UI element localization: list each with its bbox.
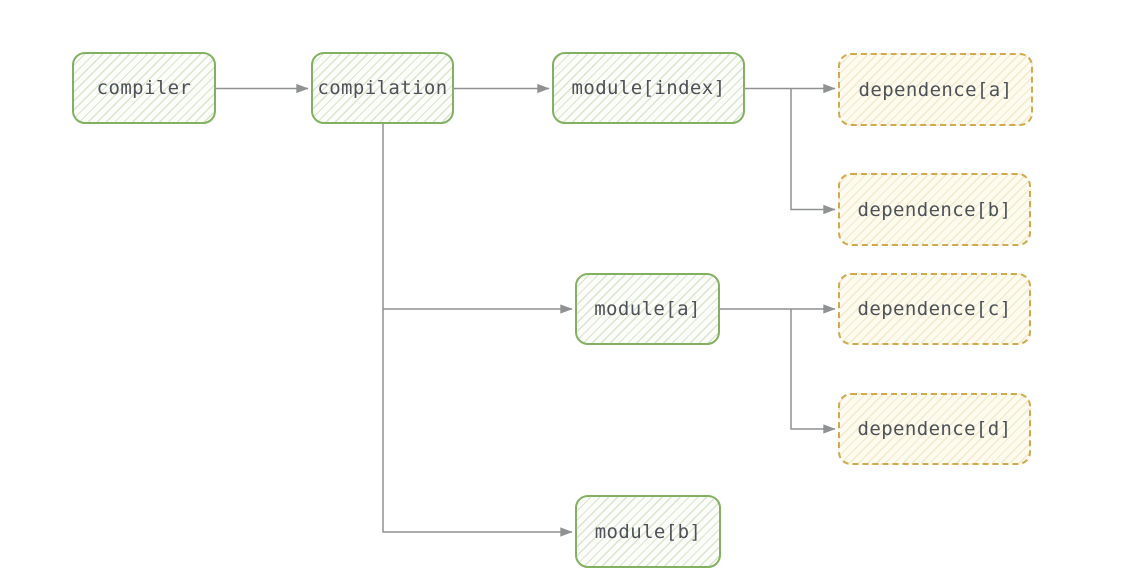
- node-compilation: compilation: [311, 52, 454, 124]
- node-dependence-b: dependence[b]: [838, 173, 1031, 246]
- node-module-index: module[index]: [552, 52, 745, 124]
- node-module-b: module[b]: [575, 495, 721, 568]
- node-module-a: module[a]: [575, 273, 720, 345]
- node-compilation-label: compilation: [317, 77, 448, 99]
- edge-module-a-to-dependence-d: [790, 309, 836, 434]
- node-module-b-label: module[b]: [594, 520, 702, 543]
- edge-compilation-to-module-b: [382, 124, 573, 537]
- node-dependence-a: dependence[a]: [838, 53, 1033, 126]
- node-dependence-d-label: dependence[d]: [857, 418, 1012, 440]
- node-module-a-label: module[a]: [594, 298, 701, 320]
- node-dependence-d: dependence[d]: [838, 393, 1031, 465]
- node-dependence-a-label: dependence[a]: [858, 78, 1013, 101]
- node-compiler-label: compiler: [96, 77, 192, 99]
- node-dependence-c: dependence[c]: [838, 273, 1031, 345]
- node-compiler: compiler: [72, 52, 216, 124]
- node-dependence-b-label: dependence[b]: [857, 198, 1012, 221]
- node-dependence-c-label: dependence[c]: [857, 298, 1012, 320]
- node-module-index-label: module[index]: [571, 77, 726, 99]
- edge-module-index-to-dependence-b: [790, 88, 836, 215]
